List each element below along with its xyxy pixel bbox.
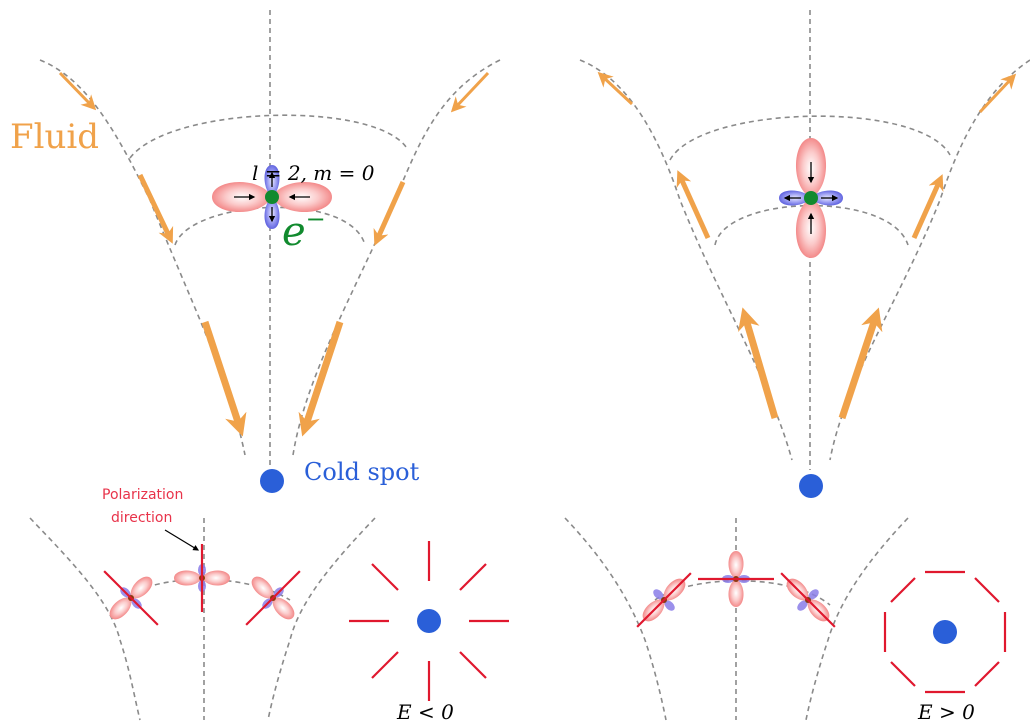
fluid-label: Fluid	[10, 117, 99, 157]
outer-arc-right	[669, 115, 951, 161]
cold-spot-dot	[260, 469, 284, 493]
fluid-arrow	[137, 173, 174, 244]
fluid-arrow	[838, 307, 883, 420]
fluid-arrow	[58, 71, 97, 111]
polarization-bar	[780, 572, 836, 628]
electron-symbol: e	[282, 209, 306, 255]
electron-dot	[804, 191, 818, 205]
polarization-label-line1: Polarization	[102, 487, 183, 503]
quantum-numbers-label: l = 2, m = 0	[252, 161, 375, 185]
fluid-arrow	[450, 71, 490, 113]
small-quadrupole	[243, 568, 303, 628]
fluid-arrow	[978, 73, 1017, 114]
bottom-boundary-right	[267, 517, 376, 721]
small-quadrupole	[174, 544, 230, 612]
polarization-bar	[636, 572, 692, 628]
polarization-bar	[245, 570, 301, 626]
cold-spot-dot	[933, 620, 957, 644]
outer-arc-left	[129, 114, 409, 159]
fluid-arrow	[373, 180, 406, 246]
cold-spot-label: Cold spot	[304, 458, 420, 486]
inner-arc-left	[174, 206, 366, 246]
fluid-arrow	[201, 320, 247, 437]
small-quadrupole	[634, 570, 694, 630]
fluid-arrow	[676, 170, 711, 240]
boundary-right-outer	[292, 59, 501, 456]
fluid-arrow	[911, 174, 944, 240]
polarization-pointer-arrow	[164, 529, 200, 551]
small-quadrupole	[778, 570, 838, 630]
bottom-left-panel: Polarization direction E < 0	[29, 487, 509, 724]
electron-dot	[265, 190, 279, 204]
boundary-right-outer	[829, 59, 1030, 461]
cold-spot-dot	[417, 609, 441, 633]
cold-spot-dot	[799, 474, 823, 498]
e-positive-label: E > 0	[917, 700, 975, 724]
small-quadrupole	[698, 551, 774, 607]
polarization-label-line2: direction	[111, 510, 172, 526]
quadrupole-horizontal	[212, 165, 332, 229]
fluid-arrow	[738, 307, 779, 419]
inner-arc-right	[714, 204, 909, 246]
polarization-bar	[103, 570, 159, 626]
electron-charge: −	[306, 205, 326, 233]
e-negative-label: E < 0	[396, 700, 454, 724]
fluid-arrow	[298, 320, 344, 437]
top-right-panel	[579, 10, 1030, 498]
quadrupole-vertical	[779, 138, 843, 258]
bottom-right-panel: E > 0	[564, 517, 1007, 724]
top-left-panel: Fluid l = 2, m = 0 e− Cold spot	[10, 10, 501, 493]
electron-label: e−	[282, 205, 326, 255]
radial-pattern	[349, 541, 509, 701]
bottom-boundary-left	[29, 517, 141, 721]
small-quadrupole	[101, 568, 161, 628]
fluid-arrow	[597, 71, 634, 106]
tangential-pattern	[883, 570, 1007, 694]
